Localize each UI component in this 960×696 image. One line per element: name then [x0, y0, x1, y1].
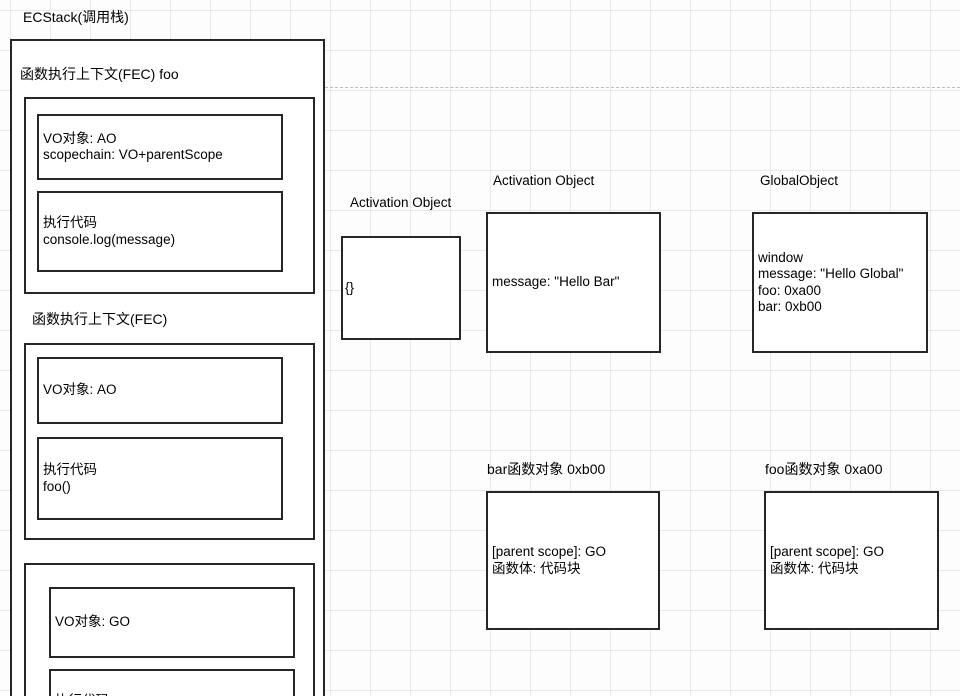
foo-function-label: foo函数对象 0xa00	[765, 461, 883, 477]
stack-frame-2-label: 函数执行上下文(FEC)	[32, 311, 168, 327]
activation-object-empty-box: {}	[341, 236, 461, 340]
bar-function-box: [parent scope]: GO 函数体: 代码块	[486, 491, 660, 630]
global-object-box: window message: "Hello Global" foo: 0xa0…	[752, 212, 928, 353]
ecstack-container: 函数执行上下文(FEC) foo VO对象: AO scopechain: VO…	[10, 39, 325, 696]
bar-function-label: bar函数对象 0xb00	[487, 461, 606, 477]
activation-object-bar-label: Activation Object	[493, 173, 595, 188]
foo-function-box: [parent scope]: GO 函数体: 代码块	[764, 491, 939, 630]
vo-box-global: VO对象: GO	[49, 587, 295, 658]
stack-frame-2: VO对象: AO 执行代码 foo()	[24, 343, 315, 540]
vo-box-2: VO对象: AO	[37, 357, 283, 424]
global-object-label: GlobalObject	[760, 173, 839, 188]
code-box-global: 执行代码	[49, 669, 295, 696]
stack-frame-foo-label: 函数执行上下文(FEC) foo	[20, 66, 179, 82]
code-box-foo: 执行代码 console.log(message)	[37, 191, 283, 272]
ecstack-title: ECStack(调用栈)	[23, 9, 129, 25]
dashed-guide-line	[325, 87, 960, 88]
activation-object-bar-box: message: "Hello Bar"	[486, 212, 661, 353]
stack-frame-global: VO对象: GO 执行代码	[24, 563, 315, 696]
stack-frame-foo: VO对象: AO scopechain: VO+parentScope 执行代码…	[24, 97, 315, 294]
vo-box-foo: VO对象: AO scopechain: VO+parentScope	[37, 114, 283, 180]
code-box-2: 执行代码 foo()	[37, 437, 283, 520]
activation-object-empty-label: Activation Object	[350, 195, 452, 210]
